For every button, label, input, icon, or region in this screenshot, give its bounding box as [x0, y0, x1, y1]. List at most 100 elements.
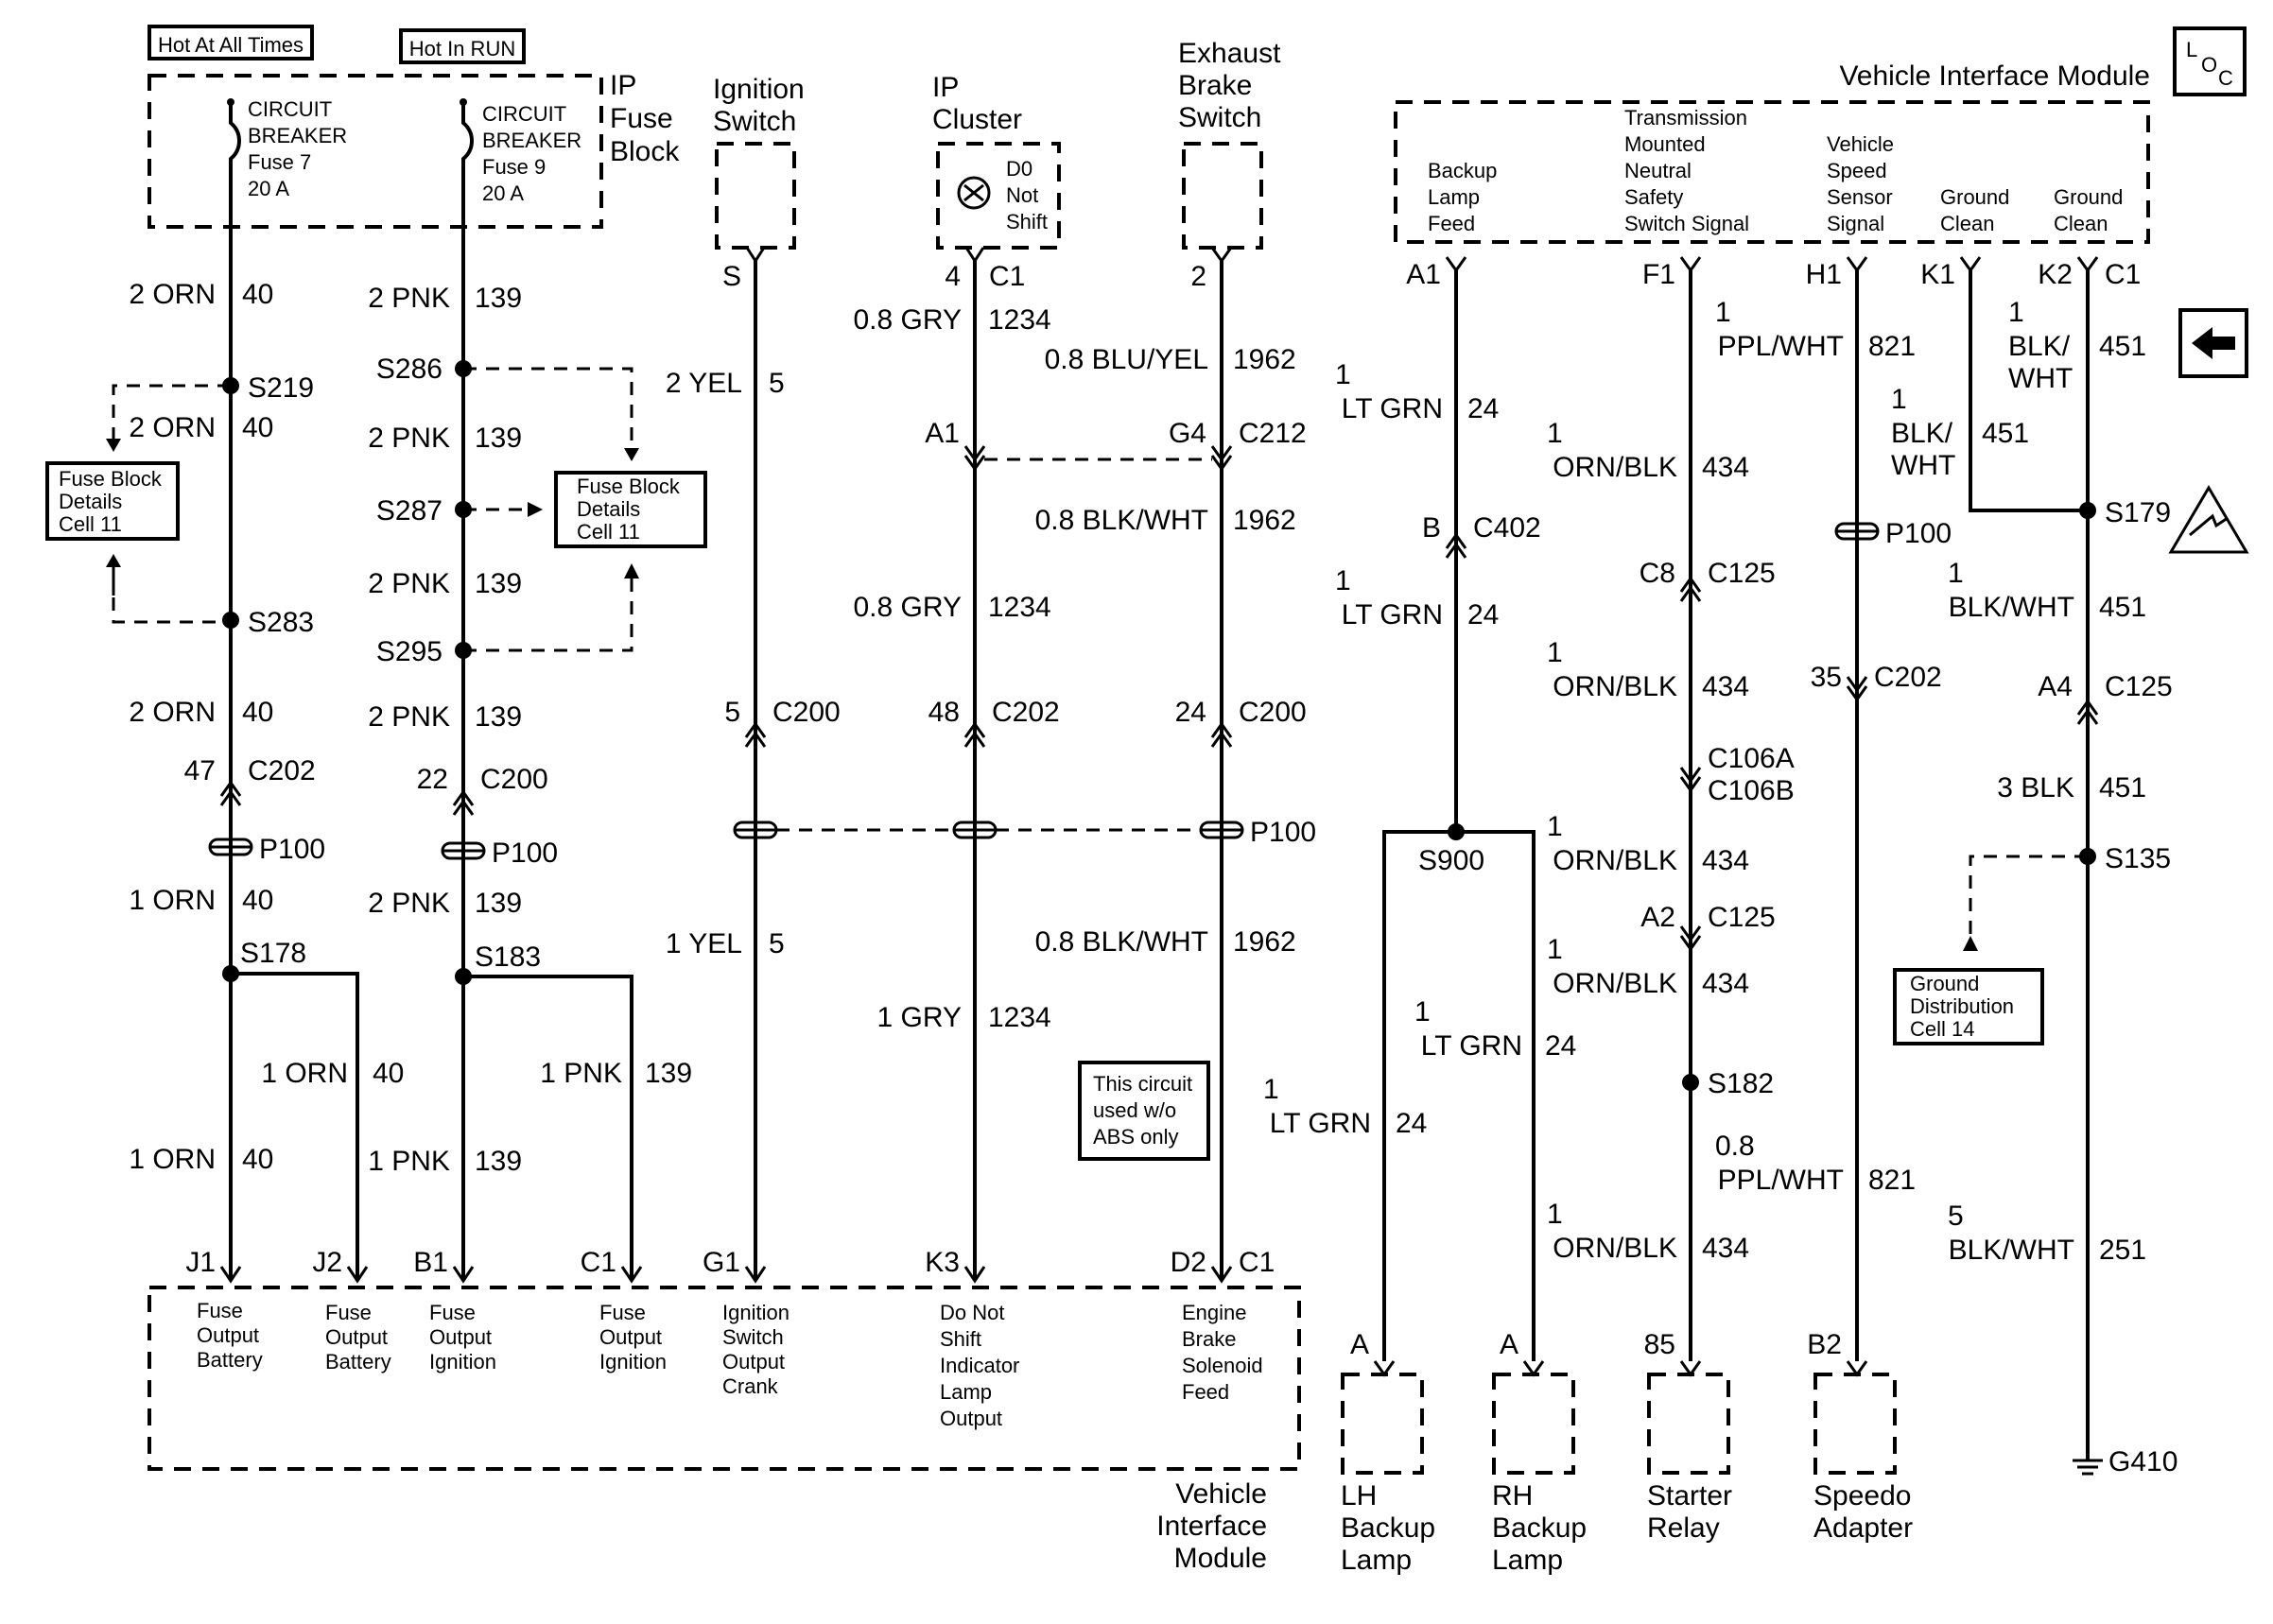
- wire-139-num-1: 139: [475, 283, 522, 314]
- vim-gnd1-1: Ground: [1940, 185, 2009, 209]
- vim-pin-f1-term: [1679, 256, 1702, 273]
- p100-label-5: P100: [1250, 817, 1316, 848]
- wire-40-num-4: 40: [242, 885, 273, 916]
- vim-vss-2: Speed: [1827, 159, 1887, 182]
- vim-g1-desc-1: Ignition: [722, 1301, 789, 1324]
- c212-a-connector-2: [963, 455, 986, 472]
- vim-pin-a1-term: [1445, 256, 1467, 273]
- wire-451-gauge-2: 1: [1891, 384, 1907, 415]
- speedo-terminal: [1846, 1360, 1868, 1377]
- vim-k3-desc-4: Lamp: [940, 1380, 992, 1404]
- breaker-9-line-3: Fuse 9: [482, 155, 546, 179]
- loc-icon: [2173, 26, 2247, 96]
- c106-connector: [1679, 767, 1702, 784]
- vim-pin-d2-term: [1210, 1266, 1233, 1284]
- relay-pin: 85: [1644, 1329, 1675, 1360]
- vim-g1-desc-4: Crank: [722, 1374, 779, 1398]
- wire-434-color-4: ORN/BLK: [1553, 968, 1677, 999]
- loc-icon-c: C: [2218, 66, 2233, 90]
- p100-label-1: P100: [259, 834, 325, 865]
- ip-cluster-title-1: IP: [932, 72, 959, 103]
- splice-s283-dot: [222, 612, 239, 629]
- vim-pin-j1-term: [219, 1266, 242, 1284]
- c202-a-connector: [219, 780, 242, 797]
- wire-1234-num-2: 1234: [988, 592, 1051, 623]
- lh-pin: A: [1350, 1329, 1369, 1360]
- breaker-9-line-4: 20 A: [482, 181, 524, 205]
- g410-label: G410: [2108, 1446, 2178, 1477]
- vim-pin-j2-term: [346, 1266, 369, 1284]
- breaker-7-terminal: [227, 98, 234, 106]
- circuit-24-lt-grn: 1 LT GRN 24 B C402 1 LT GRN 24 S900 1 LT…: [1263, 270, 1576, 1361]
- wire-139-num-7: 139: [475, 1146, 522, 1177]
- wire-24-num-3: 24: [1545, 1030, 1576, 1062]
- ip-cluster-circuit: IP Cluster D0 Not Shift 4 C1 0.8 GRY 123…: [853, 72, 1212, 1281]
- c125-c-label: C125: [2105, 671, 2173, 702]
- fuse-block-outline: [147, 74, 603, 229]
- ignition-switch-pin: S: [722, 261, 741, 292]
- wire-40-color-6: 1 ORN: [129, 1144, 216, 1175]
- ignition-switch-title-2: Switch: [713, 106, 796, 137]
- wire-434-num-3: 434: [1702, 845, 1749, 876]
- c200-c-label: C200: [1239, 697, 1307, 728]
- wire-24-color-3: LT GRN: [1421, 1030, 1522, 1062]
- c125-b-connector-2: [1679, 935, 1702, 952]
- splice-s179: S179: [2105, 497, 2171, 528]
- vim-pin-f1: F1: [1642, 259, 1675, 290]
- vim-d2-desc-2: Brake: [1182, 1327, 1236, 1351]
- vim-pin-j2: J2: [312, 1247, 342, 1278]
- s295-ref-line: [463, 575, 633, 652]
- wire-434-num-2: 434: [1702, 671, 1749, 702]
- ip-cluster-conn: C1: [989, 261, 1025, 292]
- s219-ref-line: [112, 384, 231, 442]
- c202-c-connector-2: [1846, 685, 1868, 702]
- ground-dist-1: Ground: [1910, 972, 1979, 995]
- wire-24-gauge-1: 1: [1335, 359, 1351, 390]
- vim-pin-h1: H1: [1806, 259, 1842, 290]
- exhaust-brake-pin: 2: [1190, 261, 1206, 292]
- wire-139-num-4: 139: [475, 701, 522, 733]
- vim-top-title: Vehicle Interface Module: [1839, 60, 2150, 92]
- splice-s283: S283: [248, 607, 314, 638]
- vim-pin-k1-term: [1959, 256, 1982, 273]
- lh-label-2: Backup: [1341, 1512, 1435, 1544]
- vim-b1-desc-3: Ignition: [429, 1350, 496, 1373]
- wire-451-k1: [1969, 270, 2088, 512]
- rh-terminal: [1522, 1360, 1545, 1377]
- vim-pin-k2-term: [2076, 256, 2099, 273]
- hot-at-all-times-box: [147, 25, 314, 60]
- vim-pin-g1-term: [744, 1266, 767, 1284]
- vim-j1-desc-3: Battery: [197, 1348, 263, 1372]
- lh-terminal: [1373, 1360, 1396, 1377]
- ignition-switch-title-1: Ignition: [713, 74, 805, 105]
- wire-40-color-4: 1 ORN: [129, 885, 216, 916]
- wire-451-color-1a: BLK/: [2008, 331, 2071, 362]
- vim-pin-c1: C1: [581, 1247, 616, 1278]
- wire-40-color-5: 1 ORN: [261, 1058, 348, 1089]
- wire-24-color-1: LT GRN: [1342, 393, 1443, 424]
- s283-ref-arrow: [106, 554, 121, 567]
- s286-ref-arrow: [624, 448, 639, 461]
- speedo-label-1: Speedo: [1813, 1480, 1911, 1512]
- c200-a-label: C200: [480, 764, 548, 795]
- splice-s182: S182: [1708, 1068, 1774, 1099]
- vim-k3-desc-2: Shift: [940, 1327, 981, 1351]
- wire-434-gauge-2: 1: [1547, 637, 1563, 668]
- c125-a-pin: C8: [1640, 558, 1675, 589]
- ip-cluster-pin: 4: [945, 261, 961, 292]
- lamp-filament: [963, 183, 984, 202]
- vim-b1-desc-1: Fuse: [429, 1301, 476, 1324]
- vim-trans-5: Switch Signal: [1624, 212, 1749, 235]
- wire-451-color-1b: WHT: [2008, 363, 2073, 394]
- vim-pin-b1: B1: [413, 1247, 448, 1278]
- wire-451-num-4: 451: [2099, 772, 2146, 803]
- wire-139-color-6: 1 PNK: [540, 1058, 622, 1089]
- wire-451-num-1: 451: [2099, 331, 2146, 362]
- wire-451-num-2: 451: [1982, 418, 2029, 449]
- rh-label-3: Lamp: [1492, 1545, 1563, 1576]
- vim-g1-desc-2: Switch: [722, 1325, 784, 1349]
- circuit-breaker-9-symbol: [461, 102, 474, 227]
- wire-24-gauge-3: 1: [1414, 996, 1431, 1028]
- wire-139-branch: [463, 975, 633, 1281]
- c125-c-connector-2: [2076, 708, 2099, 725]
